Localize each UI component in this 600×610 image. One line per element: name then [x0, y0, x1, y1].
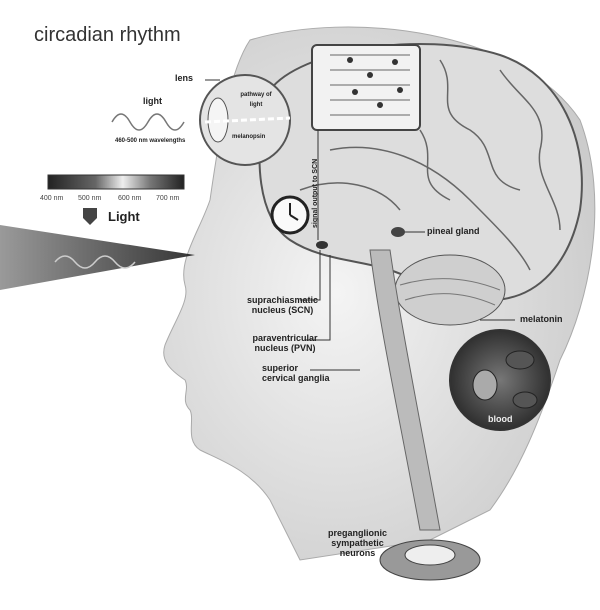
- melanopsin-label: melanopsin: [232, 134, 266, 140]
- blood-label: blood: [488, 414, 513, 424]
- retina-cell-diagram: [311, 44, 421, 131]
- spectrum-tick: 500 nm: [78, 195, 102, 202]
- preganglionic-label: preganglionic sympathetic neurons: [327, 528, 387, 558]
- signal-output-label: signal output to SCN: [312, 158, 319, 228]
- clock-icon: [270, 195, 310, 235]
- spectrum-bar: [47, 174, 185, 190]
- melatonin-label: melatonin: [520, 314, 563, 324]
- scg-label: superior cervical ganglia: [262, 363, 330, 383]
- spectrum-tick: 600 nm: [118, 195, 142, 202]
- pathway-label: pathway of light: [240, 92, 272, 108]
- light-label: light: [143, 96, 162, 106]
- scn-label: suprachiasmatic nucleus (SCN): [246, 295, 319, 315]
- light-wave: [111, 113, 185, 131]
- lens-label: lens: [175, 73, 194, 83]
- spectrum-tick: 400 nm: [40, 195, 64, 202]
- spectrum-tick: 700 nm: [156, 195, 180, 202]
- light-beam: [0, 225, 195, 290]
- wavelength-label: 460-500 nm wavelengths: [115, 138, 186, 144]
- light-arrow-label: Light: [108, 209, 140, 224]
- down-arrow-icon: [83, 208, 97, 225]
- pineal-gland-label: pineal gland: [427, 226, 480, 236]
- page-title: circadian rhythm: [34, 24, 181, 46]
- pvn-label: paraventricular nucleus (PVN): [252, 333, 318, 353]
